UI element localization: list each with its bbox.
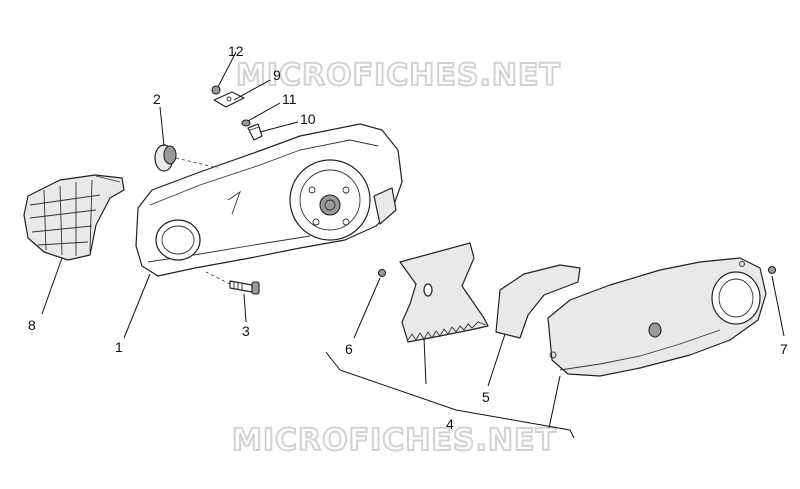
callout-8: 8	[28, 317, 36, 333]
assembly-line-bolt	[205, 271, 231, 285]
part-12-nut	[211, 85, 221, 95]
watermark-bottom: MICROFICHES.NET	[232, 423, 557, 458]
callout-7: 7	[780, 341, 788, 357]
part-8-mesh-guard	[23, 174, 125, 261]
callout-3: 3	[242, 323, 250, 339]
part-4-outer-cover	[547, 257, 767, 377]
part-2-bushing	[154, 144, 177, 172]
part-10-screw	[247, 123, 263, 141]
callout-2: 2	[153, 91, 161, 107]
part-11-washer	[241, 119, 251, 127]
callout-10: 10	[300, 111, 316, 127]
part-1-inner-cover	[135, 123, 403, 277]
leader-lines	[41, 51, 785, 439]
part-9-clip	[213, 91, 245, 108]
part-5-foam-pad	[495, 264, 581, 339]
callout-12: 12	[228, 43, 244, 59]
callout-5: 5	[482, 389, 490, 405]
callout-4: 4	[446, 416, 454, 432]
callout-1: 1	[115, 339, 123, 355]
part-3-bolt	[229, 280, 260, 295]
callout-9: 9	[273, 67, 281, 83]
part-4-insulation-panel	[399, 242, 489, 343]
watermark-top: MICROFICHES.NET	[236, 58, 561, 93]
part-7-screw	[767, 265, 777, 275]
assembly-line-bushing	[175, 157, 219, 169]
callout-6: 6	[345, 341, 353, 357]
part-6-screw	[377, 268, 387, 278]
callout-11: 11	[282, 91, 297, 107]
